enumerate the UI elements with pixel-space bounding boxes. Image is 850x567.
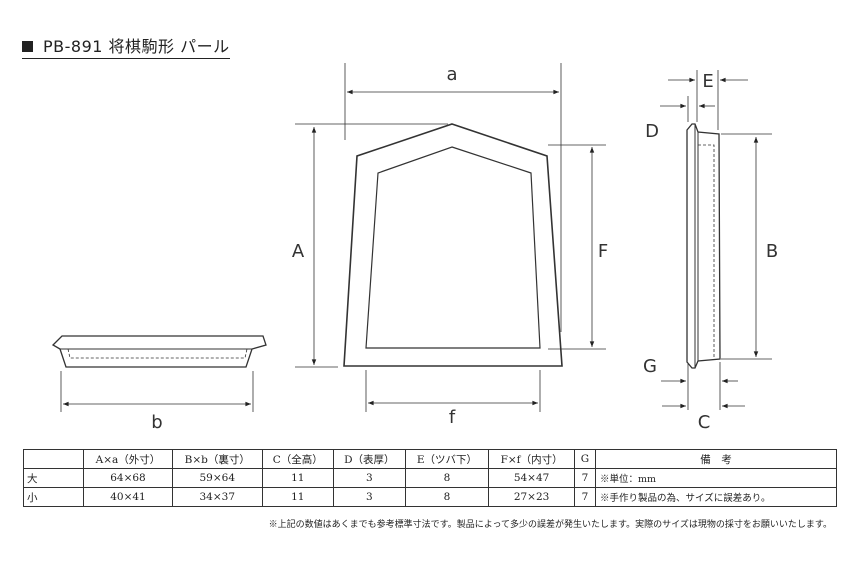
label-f: f — [449, 407, 456, 428]
table-cell: 8 — [404, 487, 490, 507]
dimension-labels: a A F f b E D B G C — [151, 64, 778, 433]
table-cell: 27×23 — [488, 487, 575, 507]
technical-drawing: a A F f b E D B G C — [51, 63, 778, 433]
table-cell: 3 — [332, 468, 406, 488]
table-cell: 3 — [332, 487, 406, 507]
header-cell — [23, 449, 84, 469]
label-a: a — [446, 64, 457, 85]
side-hidden-line — [698, 144, 715, 358]
front-dimensions — [295, 63, 606, 412]
bottom-dimensions — [60, 371, 254, 412]
row-label: 大 — [23, 468, 84, 488]
table-cell: 7 — [573, 487, 597, 507]
table-cell: 7 — [573, 468, 597, 488]
header-cell: 備 考 — [595, 449, 837, 469]
table-row: 大 64×68 59×64 11 3 8 54×47 7 ※単位：mm — [23, 468, 837, 488]
row-label: 小 — [23, 487, 84, 507]
table-cell: 54×47 — [488, 468, 575, 488]
spec-table: A×a（外寸） B×b（裏寸） C（全高） D（表厚） E（ツバ下） F×f（内… — [23, 449, 837, 507]
label-A: A — [292, 241, 305, 262]
side-outline — [686, 123, 721, 369]
table-header-row: A×a（外寸） B×b（裏寸） C（全高） D（表厚） E（ツバ下） F×f（内… — [23, 449, 837, 469]
header-cell: C（全高） — [261, 449, 334, 469]
table-cell: 59×64 — [171, 468, 263, 488]
table-cell: 11 — [261, 487, 334, 507]
header-cell: G — [573, 449, 597, 469]
label-F: F — [598, 241, 608, 262]
table-cell: 40×41 — [83, 487, 173, 507]
table-cell: 34×37 — [171, 487, 263, 507]
side-dimensions — [660, 70, 772, 410]
table-row: 小 40×41 34×37 11 3 8 27×23 7 ※手作り製品の為、サイ… — [23, 487, 837, 507]
header-cell: F×f（内寸） — [488, 449, 575, 469]
label-G: G — [643, 356, 657, 377]
bottom-outline — [51, 335, 267, 368]
square-bullet-icon — [22, 41, 33, 52]
label-C: C — [698, 412, 711, 433]
bottom-view — [51, 335, 267, 368]
title-text: PB-891 将棋駒形 パール — [43, 37, 230, 56]
page-title: PB-891 将棋駒形 パール — [22, 33, 230, 59]
note-cell: ※手作り製品の為、サイズに誤差あり。 — [595, 487, 837, 507]
inner-outline — [365, 146, 541, 349]
header-cell: B×b（裏寸） — [171, 449, 263, 469]
label-E: E — [702, 71, 713, 92]
table-cell: 11 — [261, 468, 334, 488]
footnote: ※上記の数値はあくまでも参考標準寸法です。製品によって多少の誤差が発生いたします… — [268, 520, 832, 530]
label-B: B — [766, 241, 778, 262]
label-b: b — [151, 412, 162, 433]
front-view — [343, 123, 563, 367]
table-cell: 64×68 — [83, 468, 173, 488]
outer-outline — [343, 123, 563, 367]
bottom-hidden-line — [67, 348, 248, 359]
header-cell: D（表厚） — [332, 449, 406, 469]
note-cell: ※単位：mm — [595, 468, 837, 488]
header-cell: E（ツバ下） — [404, 449, 490, 469]
table-cell: 8 — [404, 468, 490, 488]
header-cell: A×a（外寸） — [83, 449, 173, 469]
label-D: D — [645, 121, 659, 142]
side-view — [686, 123, 721, 369]
